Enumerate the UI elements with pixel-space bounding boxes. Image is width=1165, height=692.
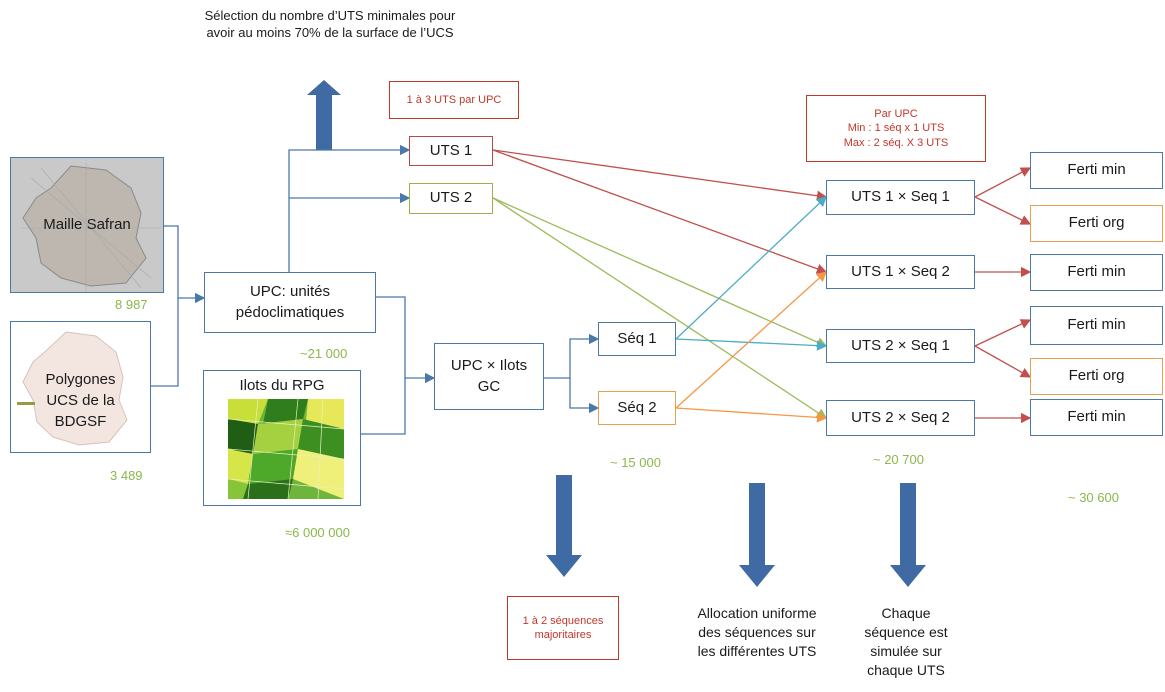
- seq1-to-c21-line: [675, 338, 828, 351]
- output-ferti-min-1: Ferti min: [1030, 152, 1163, 189]
- upc-box: UPC: unités pédoclimatiques: [204, 272, 376, 333]
- seq2-to-c22-line: [675, 407, 828, 423]
- uts1-to-c11-line: [492, 149, 828, 201]
- combo-uts2-seq1: UTS 2 × Seq 1: [826, 329, 975, 363]
- ilots-to-upcilots-connector: [361, 378, 406, 435]
- ilots-label: Ilots du RPG: [239, 377, 325, 394]
- upc-count: ~21 000: [300, 346, 348, 361]
- down-arrow-allocation: [739, 483, 775, 587]
- c21-to-o5-line: [974, 345, 1032, 378]
- upc-to-uts-connector: [288, 144, 411, 272]
- france-map-icon: [11, 158, 163, 292]
- output-ferti-min-2: Ferti min: [1030, 254, 1163, 291]
- c11-to-o1-line: [974, 167, 1032, 198]
- up-arrow: [307, 80, 341, 150]
- c11-to-o2-line: [974, 196, 1032, 225]
- uts1-to-c12-line: [492, 149, 828, 274]
- upcilots-to-seq2-connector: [569, 378, 600, 414]
- par-upc-note: Par UPC Min : 1 séq x 1 UTS Max : 2 séq.…: [806, 95, 986, 162]
- polygones-box: Polygones UCS de la BDGSF: [10, 321, 151, 453]
- allocation-caption: Allocation uniforme des séquences sur le…: [697, 605, 817, 659]
- down-arrow-simulation: [890, 483, 926, 587]
- parcels-map-icon: [228, 399, 344, 499]
- polygones-count: 3 489: [110, 468, 143, 483]
- outputs-count: ~ 30 600: [1068, 490, 1119, 505]
- ilots-box: Ilots du RPG: [203, 370, 361, 506]
- combo-uts1-seq2: UTS 1 × Seq 2: [826, 255, 975, 289]
- ilots-count: ≈6 000 000: [285, 525, 350, 540]
- down-arrow-sequences: [546, 475, 582, 577]
- combos-count: ~ 20 700: [873, 452, 924, 467]
- polygones-map-icon: [17, 331, 128, 446]
- uts-per-upc-note: 1 à 3 UTS par UPC: [389, 81, 519, 119]
- uts2-to-c22-line: [492, 197, 828, 419]
- seq1-box: Séq 1: [598, 322, 676, 356]
- polygones-label: Polygones UCS de la BDGSF: [45, 371, 116, 430]
- seq2-box: Séq 2: [598, 391, 676, 425]
- maille-safran-box: Maille Safran: [10, 157, 164, 293]
- c21-to-o4-line: [974, 319, 1032, 347]
- seq2-to-c12-line: [675, 271, 827, 409]
- output-ferti-min-3: Ferti min: [1030, 306, 1163, 345]
- combo-uts2-seq2: UTS 2 × Seq 2: [826, 400, 975, 436]
- output-ferti-min-4: Ferti min: [1030, 399, 1163, 436]
- maille-count: 8 987: [115, 297, 148, 312]
- uts2-box: UTS 2: [409, 183, 493, 214]
- upc-to-upcilots-connector: [376, 296, 436, 384]
- uts1-box: UTS 1: [409, 136, 493, 166]
- maille-safran-label: Maille Safran: [43, 216, 131, 233]
- upcilots-to-seq1-connector: [544, 333, 600, 379]
- sequences-note: 1 à 2 séquences majoritaires: [507, 596, 619, 660]
- simulation-caption: Chaque séquence est simulée sur chaque U…: [864, 605, 948, 678]
- output-ferti-org-1: Ferti org: [1030, 205, 1163, 242]
- uts2-to-c21-line: [492, 197, 828, 348]
- sequences-count: ~ 15 000: [610, 455, 661, 470]
- upc-ilots-box: UPC × Ilots GC: [434, 343, 544, 410]
- combo-uts1-seq1: UTS 1 × Seq 1: [826, 180, 975, 215]
- polygones-to-upc-connector: [151, 298, 179, 387]
- seq1-to-c11-line: [675, 196, 827, 340]
- output-ferti-org-2: Ferti org: [1030, 358, 1163, 395]
- maille-to-upc-connector: [164, 225, 206, 304]
- top-note: Sélection du nombre d’UTS minimales pour…: [204, 8, 456, 40]
